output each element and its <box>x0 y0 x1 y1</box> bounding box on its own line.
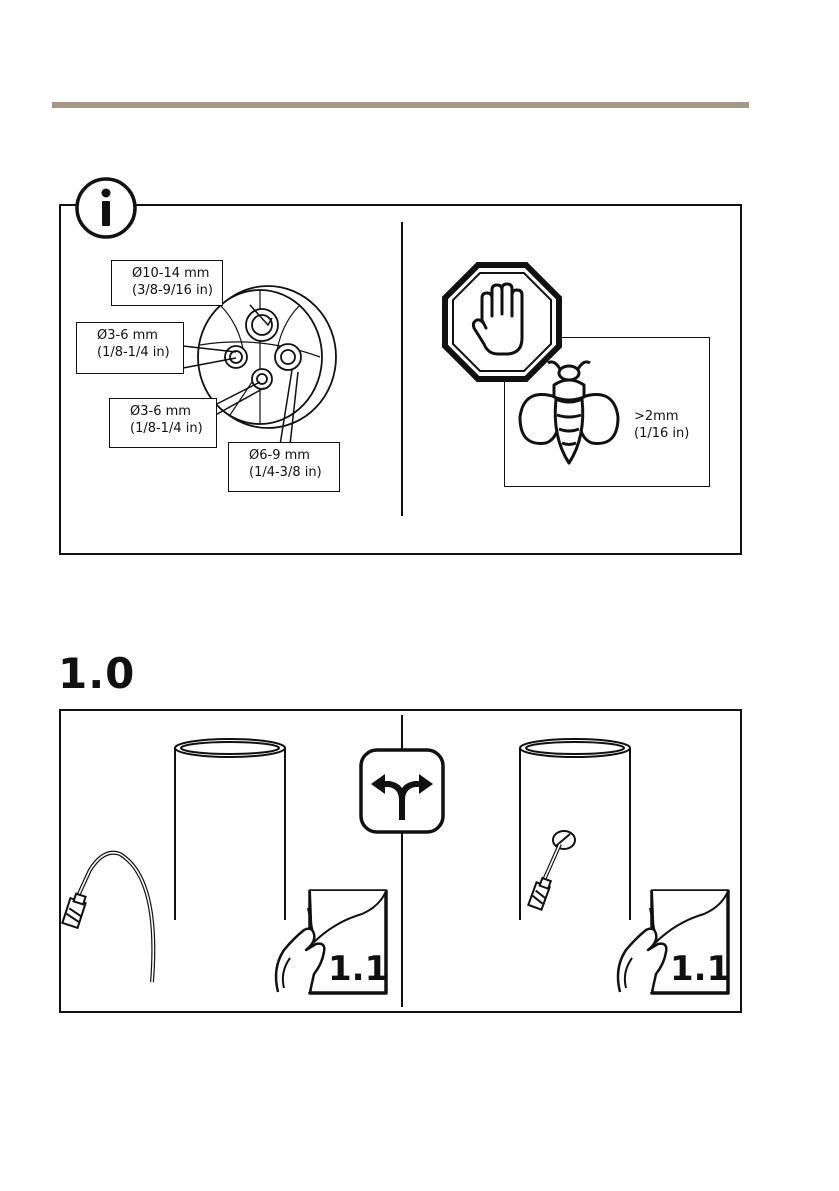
gap-inches: (1/16 in) <box>634 425 689 442</box>
insect-gap-label: >2mm (1/16 in) <box>634 408 689 442</box>
callout-diameter: Ø3-6 mm <box>97 327 177 344</box>
step-number: 1.0 <box>58 648 135 700</box>
callout-diameter: Ø10-14 mm <box>132 265 216 282</box>
page-ref-label: 1.1 <box>328 949 388 989</box>
callout-left-hole: Ø3-6 mm (1/8-1/4 in) <box>76 322 184 374</box>
network-cable-icon <box>62 848 172 988</box>
callout-diameter: Ø3-6 mm <box>130 403 210 420</box>
split-arrow-icon <box>359 748 445 834</box>
insect-icon <box>514 357 624 469</box>
page-ref-label: 1.1 <box>670 949 730 989</box>
page-turn-icon: 1.1 <box>270 888 390 998</box>
callout-inches: (1/8-1/4 in) <box>97 344 177 361</box>
callout-inches: (1/8-1/4 in) <box>130 420 210 437</box>
callout-right-hole: Ø6-9 mm (1/4-3/8 in) <box>228 442 340 492</box>
callout-bottom-hole: Ø3-6 mm (1/8-1/4 in) <box>109 398 217 448</box>
callout-diameter: Ø6-9 mm <box>249 447 333 464</box>
short-cable-icon <box>526 828 586 918</box>
page-turn-icon: 1.1 <box>612 888 732 998</box>
callout-inches: (3/8-9/16 in) <box>132 282 216 299</box>
callout-inches: (1/4-3/8 in) <box>249 464 333 481</box>
gap-value: >2mm <box>634 408 689 425</box>
callout-large-hole: Ø10-14 mm (3/8-9/16 in) <box>111 260 223 306</box>
